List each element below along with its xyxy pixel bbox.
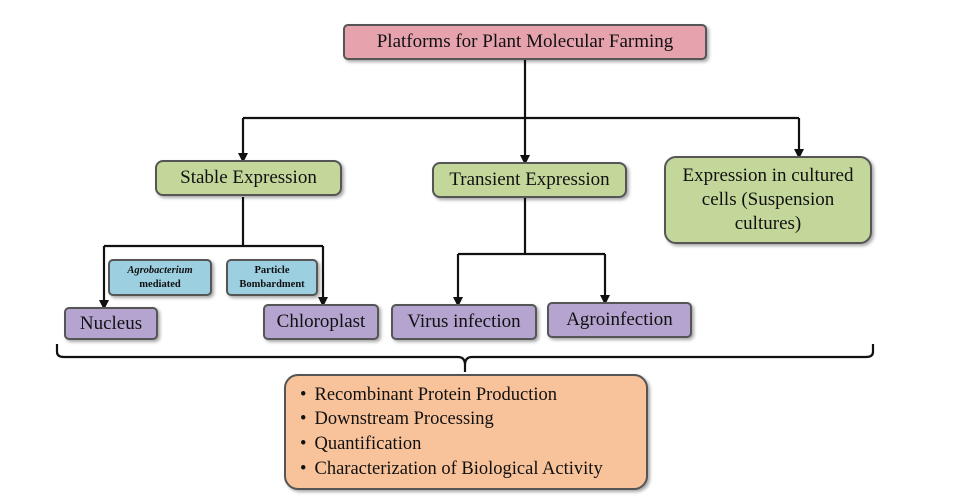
- cultured-cells-line-2: cells (Suspension: [701, 189, 835, 211]
- cultured-cells-line-3: cultures): [734, 212, 802, 234]
- chloroplast-label: Chloroplast: [276, 311, 366, 332]
- particle-bombardment-node: Particle Bombardment: [226, 259, 318, 296]
- virus-infection-node: Virus infection: [391, 304, 537, 340]
- output-item: Downstream Processing: [300, 407, 603, 432]
- output-item: Characterization of Biological Activity: [300, 457, 602, 482]
- agrobacterium-method-node: Agrobacterium mediated: [108, 259, 212, 296]
- output-item: Recombinant Protein Production: [300, 383, 603, 408]
- stable-expression-label: Stable Expression: [180, 167, 317, 188]
- bottom-brace: [55, 344, 875, 366]
- virus-infection-label: Virus infection: [407, 311, 521, 332]
- transient-expression-label: Transient Expression: [449, 169, 610, 190]
- nucleus-node: Nucleus: [64, 307, 158, 340]
- agroinfection-label: Agroinfection: [566, 309, 673, 330]
- agrobacterium-label: Agrobacterium: [127, 264, 193, 276]
- agroinfection-node: Agroinfection: [547, 302, 692, 338]
- bombardment-label: Bombardment: [239, 278, 305, 290]
- outputs-list: Recombinant Protein Production Downstrea…: [300, 383, 603, 482]
- root-label: Platforms for Plant Molecular Farming: [376, 31, 674, 52]
- root-node: Platforms for Plant Molecular Farming: [343, 24, 707, 60]
- particle-label: Particle: [254, 264, 290, 276]
- cultured-cells-node: Expression in cultured cells (Suspension…: [664, 156, 872, 244]
- outputs-node: Recombinant Protein Production Downstrea…: [284, 374, 648, 490]
- output-item: Quantification: [300, 432, 603, 457]
- transient-expression-node: Transient Expression: [432, 162, 627, 198]
- nucleus-label: Nucleus: [79, 312, 143, 334]
- cultured-cells-line-1: Expression in cultured: [682, 165, 854, 187]
- stable-expression-node: Stable Expression: [155, 160, 342, 196]
- chloroplast-node: Chloroplast: [263, 304, 379, 340]
- agrobacterium-sub-label: mediated: [139, 278, 181, 290]
